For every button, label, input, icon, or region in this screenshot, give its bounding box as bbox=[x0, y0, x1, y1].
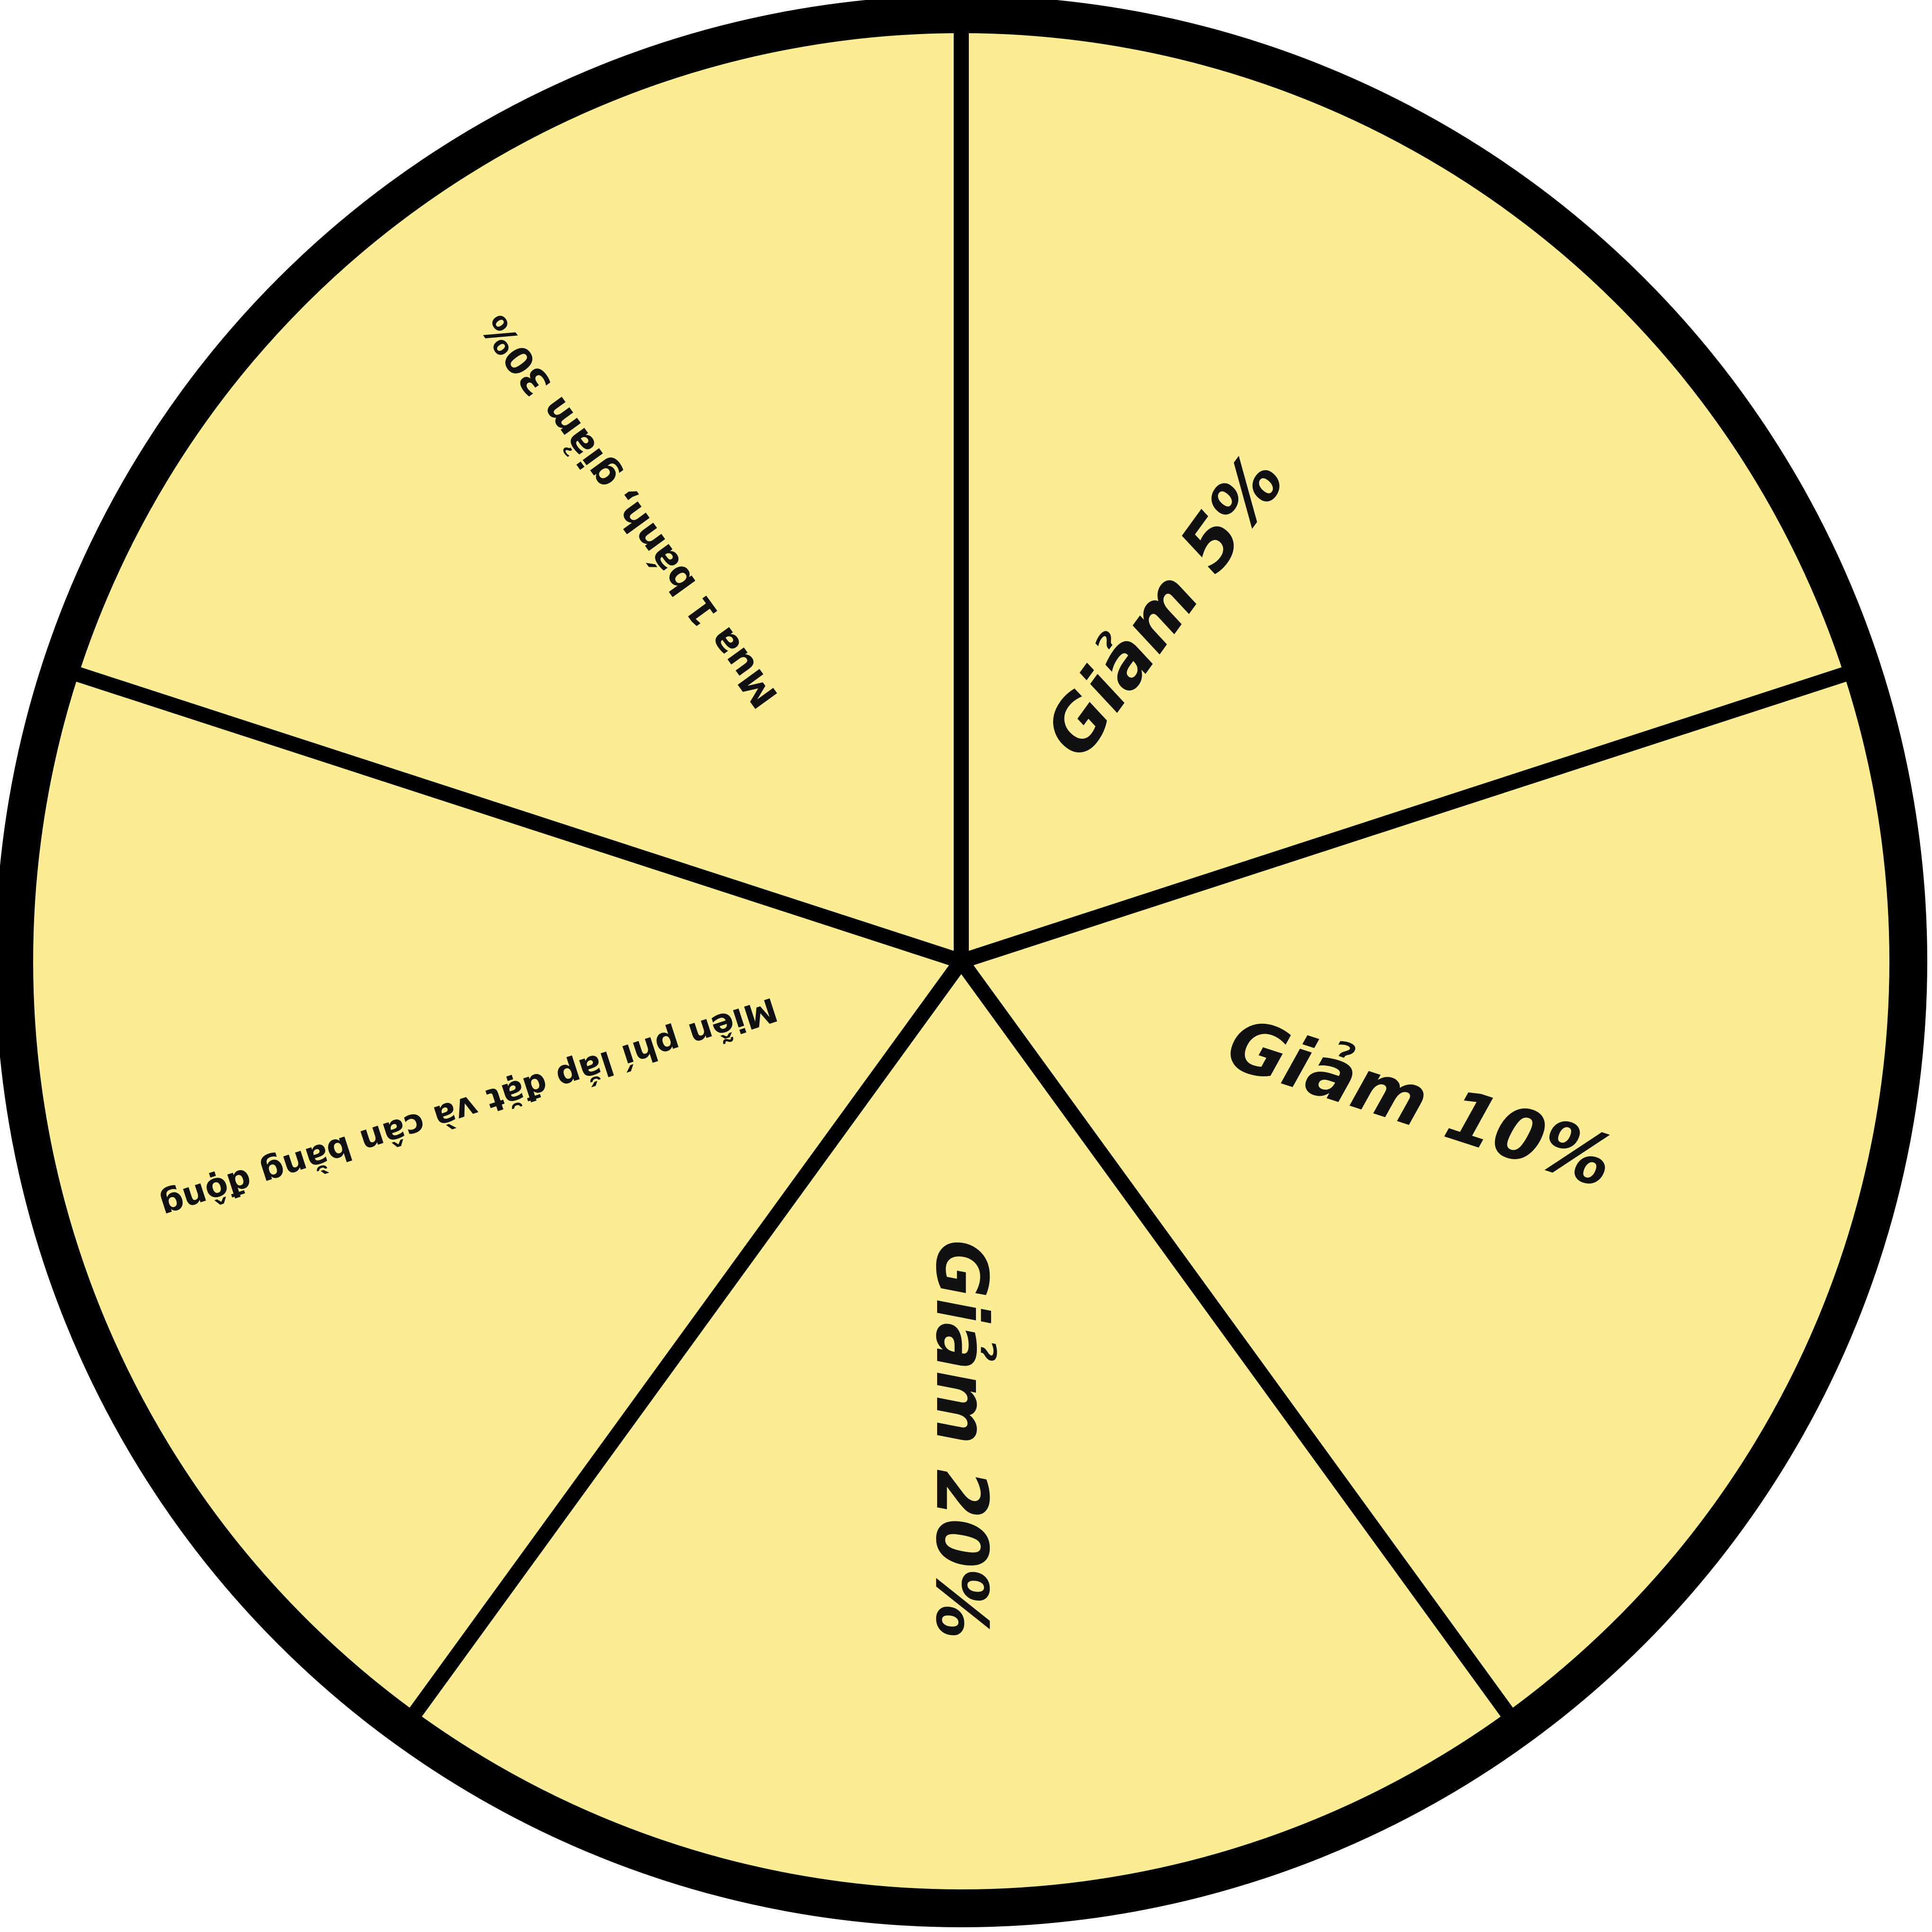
segment-divider-3 bbox=[398, 957, 967, 1732]
segment-divider-4 bbox=[58, 661, 964, 969]
segment-divider-2 bbox=[955, 957, 1524, 1732]
segment-label-2: Giảm 20% bbox=[920, 1240, 1002, 1639]
segment-divider-1 bbox=[959, 661, 1865, 969]
segment-dividers bbox=[58, 14, 1865, 1732]
